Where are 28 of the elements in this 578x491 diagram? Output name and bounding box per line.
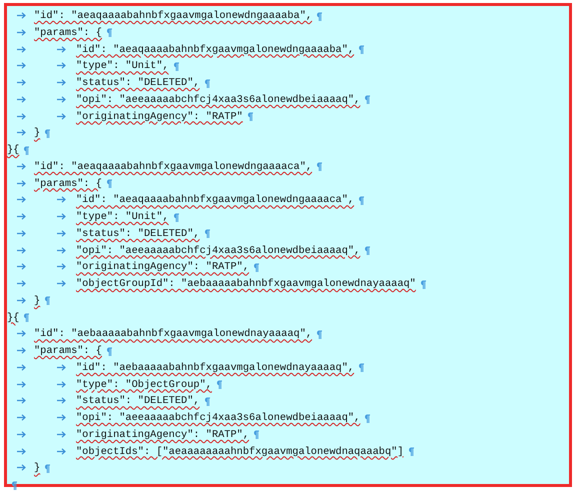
code-line: "opi": "aeeaaaaabchfcj4xaa3s6alonewdbeiaaaaq", bbox=[76, 244, 360, 256]
code-line: "originatingAgency": "RATP" bbox=[76, 110, 243, 122]
code-line: "id": "aeaqaaaabahnbfxgaavmgalonewdngaaaaba", bbox=[76, 44, 354, 56]
code-line: } bbox=[34, 462, 40, 474]
code-line: "opi": "aeeaaaaabchfcj4xaa3s6alonewdbeiaaaaq", bbox=[76, 94, 360, 106]
code-line: "originatingAgency": "RATP", bbox=[76, 428, 250, 441]
code-line: "originatingAgency": "RATP", bbox=[76, 261, 250, 274]
code-line: "params": { bbox=[34, 345, 102, 357]
code-line: "params": { bbox=[34, 26, 102, 39]
code-line: "type": "Unit", bbox=[76, 211, 169, 223]
code-line: }{ bbox=[7, 312, 20, 324]
code-line: "type": "ObjectGroup", bbox=[76, 378, 212, 390]
code-line: "params": { bbox=[34, 178, 102, 190]
code-line: "objectIds": ["aeaaaaaaaahnbfxgaavmgalonewdnaqaaabq"] bbox=[76, 446, 404, 458]
code-line: "id": "aebaaaaabahnbfxgaavmgalonewdnayaaaaq", bbox=[34, 328, 312, 340]
code-line: "id": "aeaqaaaabahnbfxgaavmgalonewdngaaaaca", bbox=[76, 194, 354, 206]
code-line: } bbox=[34, 127, 40, 140]
code-line: } bbox=[34, 294, 40, 307]
code-line: "status": "DELETED", bbox=[76, 77, 200, 89]
code-line: "status": "DELETED", bbox=[76, 395, 200, 408]
code-line: "objectGroupId": "aebaaaaabahnbfxgaavmgalonewdnayaaaaq" bbox=[76, 278, 416, 290]
code-line: "type": "Unit", bbox=[76, 60, 169, 72]
code-line: "id": "aeaqaaaabahnbfxgaavmgalonewdngaaaaba", bbox=[34, 10, 312, 22]
code-line: "id": "aeaqaaaabahnbfxgaavmgalonewdngaaaaca", bbox=[34, 160, 312, 173]
code-line: }{ bbox=[7, 144, 20, 156]
code-line: "opi": "aeeaaaaabchfcj4xaa3s6alonewdbeiaaaaq", bbox=[76, 412, 360, 424]
code-line: "id": "aebaaaaabahnbfxgaavmgalonewdnayaaaaq", bbox=[76, 362, 354, 374]
code-line: "status": "DELETED", bbox=[76, 228, 200, 240]
